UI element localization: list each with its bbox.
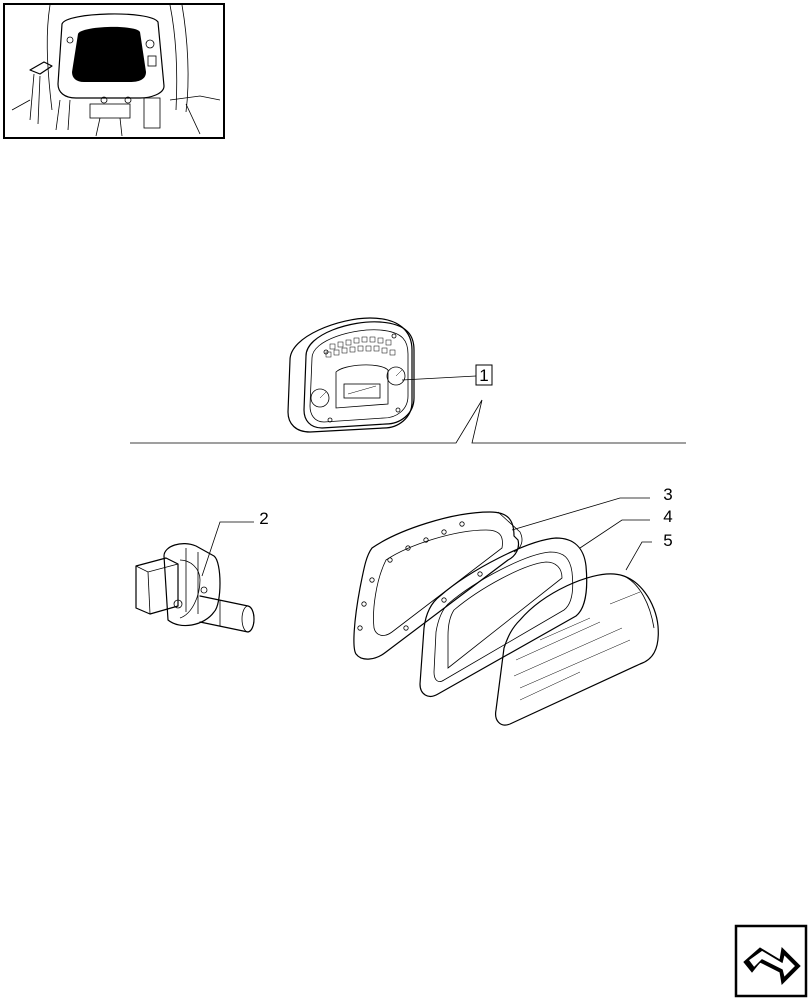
switch-connector: [135, 543, 255, 633]
callout-3: 3: [663, 485, 672, 504]
return-arrow-icon[interactable]: [734, 924, 808, 998]
gasket-frame: [353, 511, 523, 660]
cover-lens: [495, 573, 659, 726]
callout-2: 2: [259, 509, 268, 528]
location-thumbnail: [3, 3, 225, 139]
bezel-ring: [419, 537, 588, 697]
instrument-cluster-assembly: [287, 317, 415, 433]
callout-1: 1: [479, 366, 488, 385]
callout-5: 5: [663, 531, 672, 550]
callout-4: 4: [663, 507, 672, 526]
